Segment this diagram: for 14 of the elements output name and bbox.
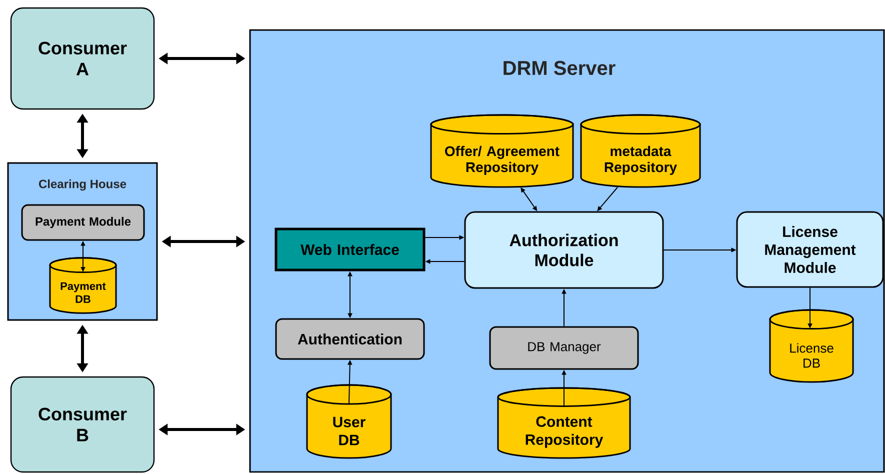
database-cylinder: User DB — [306, 384, 392, 459]
module-box: License Management Module — [736, 211, 884, 288]
database-cylinder: License DB — [769, 309, 854, 383]
database-cylinder: Content Repository — [497, 387, 631, 459]
module-box: DB Manager — [489, 326, 639, 370]
database-cylinder: metadata Repository — [580, 114, 701, 188]
module-box: Authentication — [275, 318, 425, 360]
database-cylinder: Payment DB — [49, 257, 117, 314]
interface-box: Web Interface — [274, 228, 426, 272]
module-box: Authorization Module — [464, 211, 664, 289]
consumer-box: Consumer A — [10, 7, 155, 110]
module-box: Payment Module — [21, 204, 145, 241]
consumer-box: Consumer B — [10, 376, 155, 473]
database-cylinder: Offer/ Agreement Repository — [430, 114, 574, 188]
